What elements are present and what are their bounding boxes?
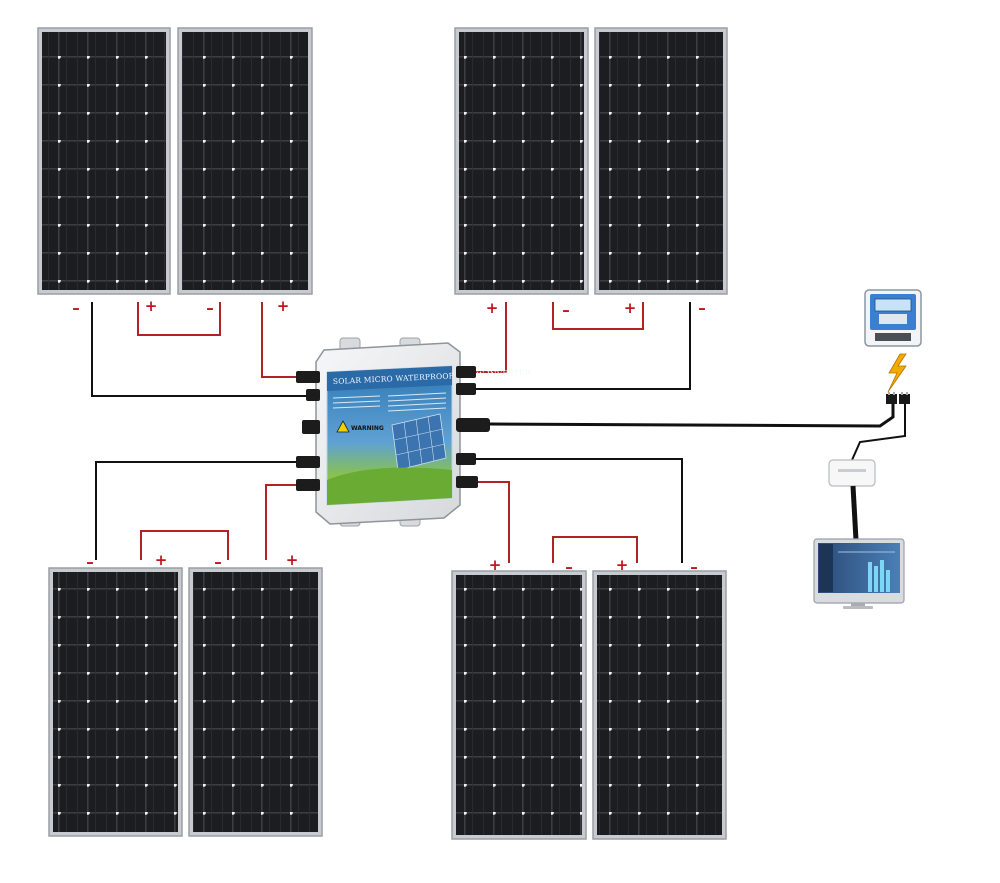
positive-wire xyxy=(460,481,510,563)
positive-sign: + xyxy=(624,299,637,317)
positive-sign: + xyxy=(286,551,299,569)
negative-sign: – xyxy=(565,558,573,576)
solar-panel xyxy=(48,567,183,837)
negative-sign: – xyxy=(86,553,94,571)
negative-sign: – xyxy=(698,299,706,317)
solar-panel xyxy=(188,567,323,837)
positive-sign: + xyxy=(145,297,158,315)
solar-panel xyxy=(177,27,313,295)
positive-wire xyxy=(460,302,507,373)
label-solar-art xyxy=(327,413,452,505)
negative-sign: – xyxy=(72,299,80,317)
dc-input-connectors-left xyxy=(296,371,320,491)
negative-sign: – xyxy=(562,301,570,319)
monitor-computer xyxy=(813,538,905,609)
label-text-lines xyxy=(332,392,447,412)
electric-meter xyxy=(864,289,922,347)
negative-wire xyxy=(460,302,691,390)
warning-label: WARNING xyxy=(351,425,384,432)
micro-inverter: SOLAR MICRO WATERPROOF 1200W INVERTER WA… xyxy=(296,337,531,527)
series-link-wire xyxy=(137,302,221,336)
solar-panel xyxy=(594,27,728,295)
negative-wire xyxy=(91,302,316,397)
negative-sign: – xyxy=(206,299,214,317)
series-link-wire xyxy=(552,302,644,330)
solar-panel xyxy=(37,27,171,295)
dc-input-connectors-right xyxy=(456,366,490,488)
polarity-signs: – + – + + – + – – + – + + – + – xyxy=(72,297,706,576)
positive-sign: + xyxy=(277,297,290,315)
negative-sign: – xyxy=(690,558,698,576)
positive-wire xyxy=(261,302,300,378)
wifi-monitor-box xyxy=(828,459,876,487)
solar-panel-group xyxy=(37,27,728,840)
solar-panel xyxy=(592,570,727,840)
positive-sign: + xyxy=(616,556,629,574)
series-link-wire xyxy=(552,536,638,563)
positive-sign: + xyxy=(155,551,168,569)
solar-panel xyxy=(451,570,587,840)
positive-sign: + xyxy=(489,556,502,574)
plug-icon xyxy=(886,392,910,404)
plug-cable xyxy=(851,404,906,461)
ac-output-cable xyxy=(489,404,895,428)
negative-wire xyxy=(95,461,300,560)
warning-icon xyxy=(336,420,350,433)
positive-sign: + xyxy=(486,299,499,317)
data-link-cable xyxy=(850,485,859,541)
negative-sign: – xyxy=(214,553,222,571)
lightning-icon xyxy=(887,353,907,393)
negative-wire xyxy=(460,458,683,563)
positive-wire xyxy=(265,484,300,560)
series-link-wire xyxy=(140,530,229,560)
wiring xyxy=(91,302,906,563)
solar-panel xyxy=(454,27,589,295)
